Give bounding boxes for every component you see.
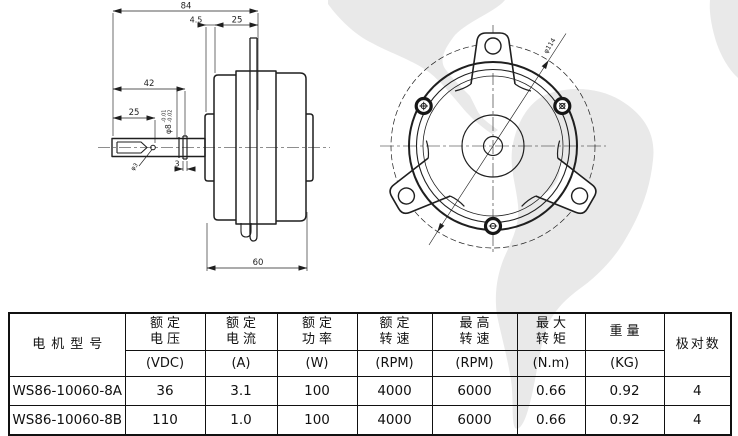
unit-max-torque: (N.m) xyxy=(516,350,586,377)
weight-cell: 0.92 xyxy=(584,405,665,436)
unit-weight: (KG) xyxy=(584,350,665,377)
dim-3: 3 xyxy=(174,160,179,169)
header-pole-pairs: 极对数 xyxy=(663,312,732,377)
spec-row-8a: WS86-10060-8A 36 3.1 100 4000 6000 0.66 … xyxy=(8,376,732,406)
spec-table-container: 电机型号 额定 电压 额定 电流 额定 功率 额定 转速 xyxy=(8,312,732,436)
svg-text:φ114: φ114 xyxy=(542,37,558,55)
header-max-speed: 最高 转速 xyxy=(431,312,518,351)
table-header-row: 电机型号 额定 电压 额定 电流 额定 功率 额定 转速 xyxy=(8,312,732,377)
rated-speed-cell: 4000 xyxy=(356,405,433,436)
poles-cell: 4 xyxy=(663,405,732,436)
header-rated-current: 额定 电流 xyxy=(204,312,278,351)
wire-grommet xyxy=(240,223,252,238)
voltage-cell: 36 xyxy=(124,376,206,406)
header-rated-voltage: 额定 电压 xyxy=(124,312,206,351)
front-view: φ114 xyxy=(380,25,606,252)
technical-drawing: 84 4.5 25 42 25 φ8 -0.01 -0.02 3 φ3 60 xyxy=(98,2,606,271)
dim-cross-hole: φ3 xyxy=(130,162,140,173)
max-speed-cell: 6000 xyxy=(431,376,518,406)
front-housing xyxy=(213,74,236,221)
svg-text:φ8: φ8 xyxy=(164,124,173,134)
table-units-row: (VDC) (A) (W) (RPM) (RPM) (N.m) (KG) xyxy=(9,350,731,377)
dim-outer-diameter: φ114 xyxy=(542,37,558,55)
svg-text:-0.01: -0.01 xyxy=(162,110,168,123)
front-bearing-boss xyxy=(204,113,214,182)
svg-text:-0.02: -0.02 xyxy=(168,110,174,123)
svg-text:φ3: φ3 xyxy=(130,162,140,173)
torque-cell: 0.66 xyxy=(516,376,586,406)
ear-hole xyxy=(570,187,589,205)
rated-speed-cell: 4000 xyxy=(356,376,433,406)
motor-body xyxy=(204,37,314,242)
dim-shaft-diameter: φ8 -0.01 -0.02 xyxy=(162,110,174,134)
header-weight: 重量 xyxy=(584,312,665,351)
power-cell: 100 xyxy=(276,376,358,406)
ear-hole xyxy=(397,187,416,205)
dim-4-5: 4.5 xyxy=(190,16,203,25)
dim-60: 60 xyxy=(253,258,264,268)
side-view-dimensions xyxy=(112,8,308,271)
unit-max-speed: (RPM) xyxy=(431,350,518,377)
rear-housing xyxy=(276,72,307,222)
watermark-right-fragment xyxy=(709,0,738,78)
header-rated-speed: 额定 转速 xyxy=(356,312,433,351)
header-max-torque: 最大 转矩 xyxy=(516,312,586,351)
header-model: 电机型号 xyxy=(8,312,126,377)
model-cell: WS86-10060-8A xyxy=(8,376,126,406)
rear-bearing-boss xyxy=(306,113,314,182)
dim-84: 84 xyxy=(181,2,192,12)
voltage-cell: 110 xyxy=(124,405,206,436)
side-view-dim-labels: 84 4.5 25 42 25 φ8 -0.01 -0.02 3 φ3 60 xyxy=(129,2,264,269)
dim-42: 42 xyxy=(144,79,155,89)
current-cell: 3.1 xyxy=(204,376,278,406)
front-view-dimension xyxy=(428,33,567,246)
side-view: 84 4.5 25 42 25 φ8 -0.01 -0.02 3 φ3 60 xyxy=(98,2,330,271)
max-speed-cell: 6000 xyxy=(431,405,518,436)
shaft-cross-hole xyxy=(150,144,156,151)
rotor-rim xyxy=(235,70,277,225)
unit-rated-current: (A) xyxy=(204,350,278,377)
dim-25-rear: 25 xyxy=(232,16,243,26)
dim-25-shaft: 25 xyxy=(129,108,140,118)
power-cell: 100 xyxy=(276,405,358,436)
spec-table: 电机型号 额定 电压 额定 电流 额定 功率 额定 转速 xyxy=(8,312,732,436)
poles-cell: 4 xyxy=(663,376,732,406)
unit-rated-speed: (RPM) xyxy=(356,350,433,377)
weight-cell: 0.92 xyxy=(584,376,665,406)
model-cell: WS86-10060-8B xyxy=(8,405,126,436)
mounting-stud xyxy=(249,37,258,242)
unit-rated-power: (W) xyxy=(276,350,358,377)
spec-row-8b: WS86-10060-8B 110 1.0 100 4000 6000 0.66… xyxy=(8,405,732,436)
torque-cell: 0.66 xyxy=(516,405,586,436)
current-cell: 1.0 xyxy=(204,405,278,436)
ear-hole xyxy=(484,37,502,55)
unit-rated-voltage: (VDC) xyxy=(124,350,206,377)
header-rated-power: 额定 功率 xyxy=(276,312,358,351)
